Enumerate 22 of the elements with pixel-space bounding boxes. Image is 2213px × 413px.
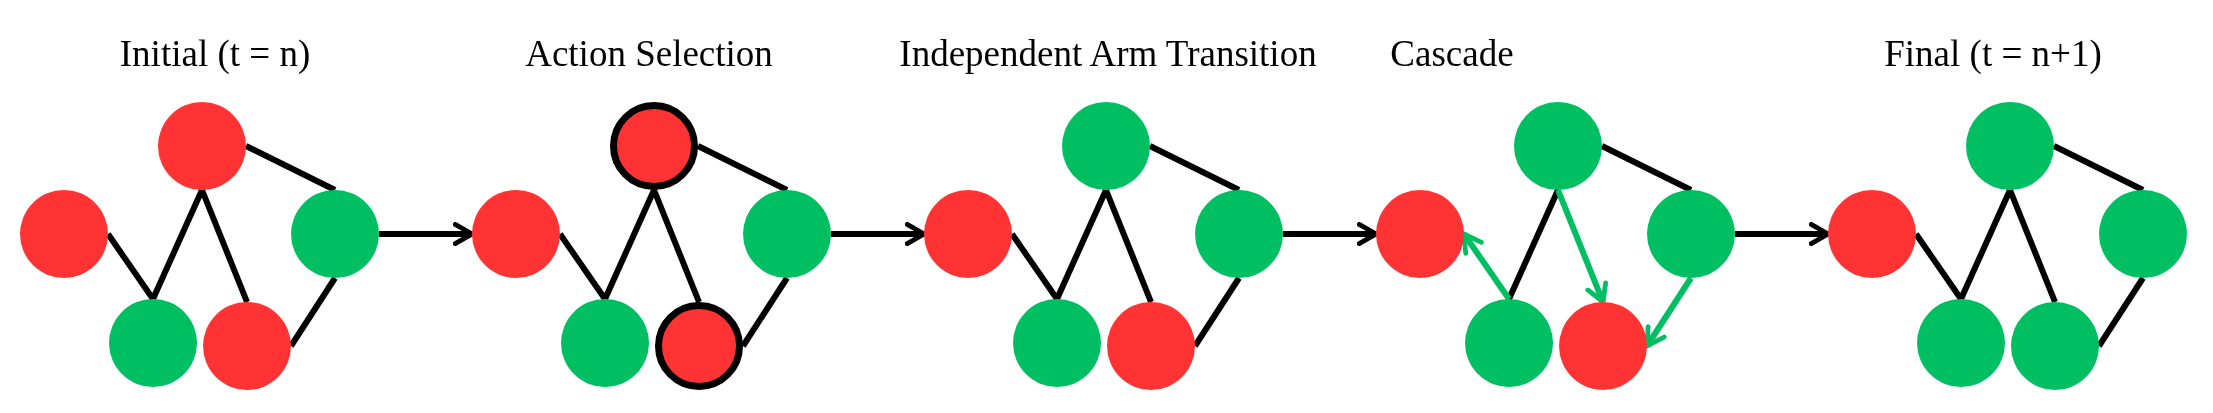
connector-line (696, 143, 789, 193)
connector-line (651, 188, 702, 304)
arrow (1555, 188, 1609, 305)
panel-title: Cascade (1390, 34, 1514, 75)
panel-title: Action Selection (525, 34, 773, 75)
connector-line (1103, 188, 1154, 304)
connector-line (1958, 188, 2013, 301)
arrow (1461, 231, 1512, 301)
connector-line (1600, 143, 1693, 193)
connector-line (1148, 143, 1241, 193)
panel-title: Independent Arm Transition (899, 34, 1317, 75)
connector-line (2052, 143, 2145, 193)
connector-line (2007, 188, 2058, 304)
panel-title: Final (t = n+1) (1884, 34, 2102, 75)
connector-line (1506, 188, 1561, 301)
panel-title: Initial (t = n) (119, 34, 311, 75)
arrow (1644, 276, 1694, 349)
connector-line (244, 143, 337, 193)
connector-line (150, 188, 205, 301)
connector-line (199, 188, 250, 304)
connector-line (1054, 188, 1109, 301)
connector-line (602, 188, 657, 301)
